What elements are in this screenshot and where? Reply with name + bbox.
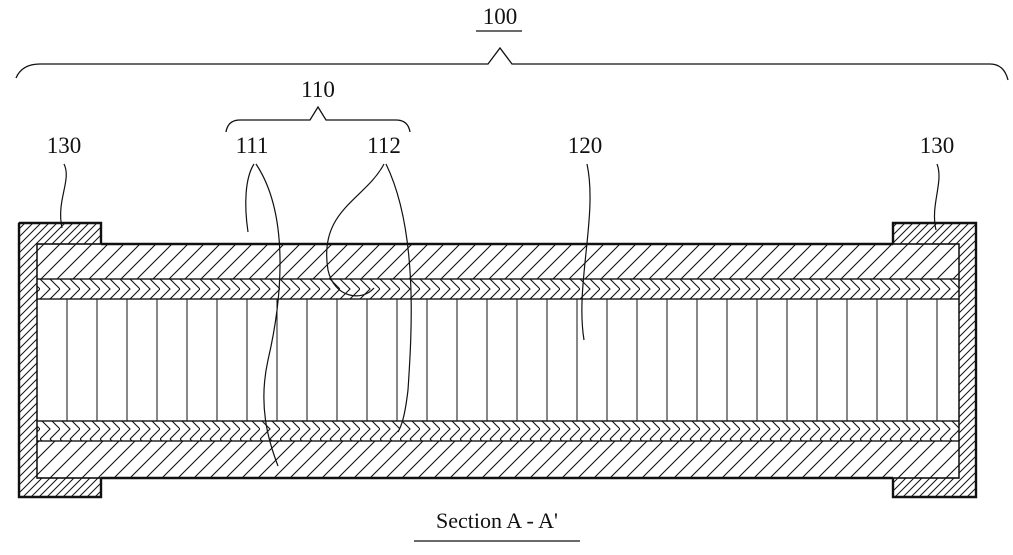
outer-layer-top [37, 244, 959, 279]
inner-layer-label: 112 [367, 133, 401, 158]
left-terminal-label: 130 [47, 133, 82, 158]
outer-layer-label: 111 [236, 133, 269, 158]
core-layer [37, 299, 959, 421]
right-terminal-leader [934, 164, 939, 230]
layer-stack [19, 223, 976, 497]
outer-layer-bottom [37, 441, 959, 478]
left-terminal-leader [61, 164, 67, 228]
group-brace [226, 107, 410, 132]
right-terminal-label: 130 [920, 133, 955, 158]
inner-layer-top [37, 279, 959, 299]
outer-layer-leader-top [246, 164, 254, 232]
inner-layer-bottom [37, 421, 959, 441]
core-label: 120 [568, 133, 603, 158]
device-label: 100 [483, 4, 518, 29]
group-label: 110 [301, 77, 335, 102]
section-caption: Section A - A' [436, 508, 558, 533]
device-brace [16, 48, 1008, 80]
